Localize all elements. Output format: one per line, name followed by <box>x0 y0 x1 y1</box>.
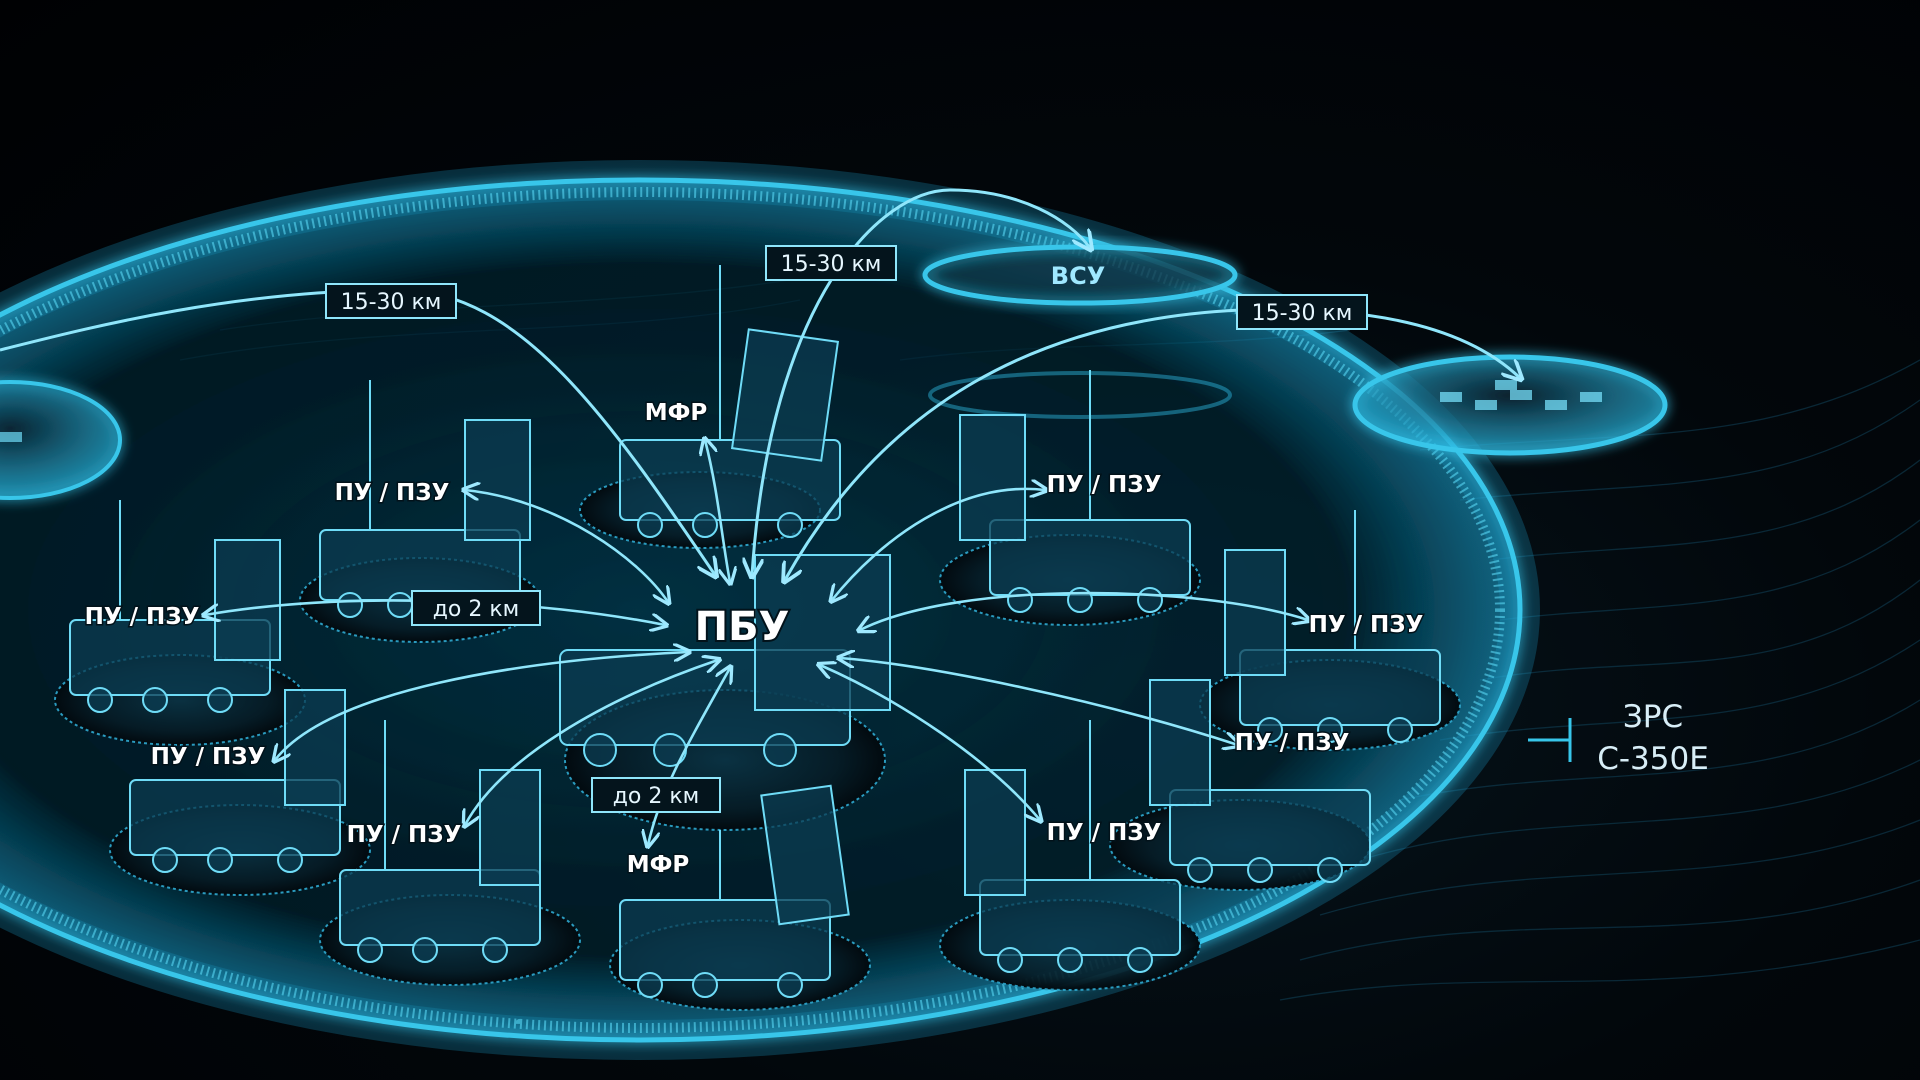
launcher-label-5: ПУ / ПЗУ <box>1047 472 1162 498</box>
launcher-label-1: ПУ / ПЗУ <box>335 480 450 506</box>
launcher-label-6: ПУ / ПЗУ <box>1309 612 1424 638</box>
radar-label-bottom: МФР <box>627 852 690 878</box>
radar-vehicle-bottom <box>619 784 850 998</box>
protected-zone-tickring <box>0 187 1505 1033</box>
link-radar-top <box>705 440 730 582</box>
distance-label-right: 15-30 км <box>1236 294 1368 330</box>
link-launcher-5 <box>832 489 1045 600</box>
distant-dome-left <box>0 380 122 500</box>
distance-label-top: 15-30 км <box>765 245 897 281</box>
launcher-label-2: ПУ / ПЗУ <box>85 604 200 630</box>
launcher-label-8: ПУ / ПЗУ <box>1047 820 1162 846</box>
link-launcher-1 <box>465 490 668 602</box>
command-center-label: ПБУ <box>695 604 790 650</box>
system-name-line2: С-350Е <box>1597 741 1709 777</box>
svg-text:до 2 км: до 2 км <box>613 784 700 809</box>
svg-text:15-30 км: 15-30 км <box>781 252 882 277</box>
svg-text:15-30 км: 15-30 км <box>1252 301 1353 326</box>
link-launcher-8 <box>820 665 1040 820</box>
link-radar-bottom <box>648 668 730 845</box>
launcher-label-3: ПУ / ПЗУ <box>151 744 266 770</box>
radar-label-top: МФР <box>645 400 708 426</box>
distance-label-short-lower: до 2 км <box>591 777 721 813</box>
distance-label-left: 15-30 км <box>325 283 457 319</box>
distance-label-short-upper: до 2 км <box>411 590 541 626</box>
link-launcher-6 <box>860 591 1308 630</box>
launcher-label-4: ПУ / ПЗУ <box>347 822 462 848</box>
command-post-label: ВСУ <box>1051 262 1105 290</box>
distant-dome-right <box>1352 354 1668 456</box>
svg-text:до 2 км: до 2 км <box>433 597 520 622</box>
launcher-vehicle-2 <box>69 500 281 713</box>
launcher-label-7: ПУ / ПЗУ <box>1235 730 1350 756</box>
system-name-line1: ЗРС <box>1623 699 1683 735</box>
link-arc-right <box>785 307 1520 580</box>
link-arc-command-post <box>752 188 1090 575</box>
svg-text:15-30 км: 15-30 км <box>341 290 442 315</box>
